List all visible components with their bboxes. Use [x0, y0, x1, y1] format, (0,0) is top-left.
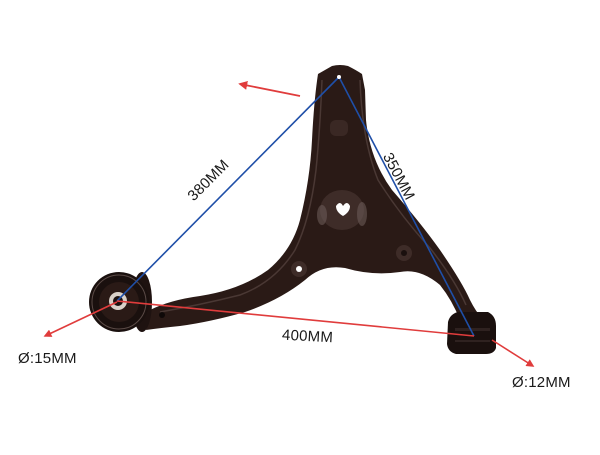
bushing-right-diameter-label: Ø:12MM [512, 374, 571, 391]
dimension-label-400: 400MM [281, 326, 334, 347]
left-diameter-arrow [43, 301, 118, 337]
dimension-line-380 [116, 76, 340, 302]
dimension-line-350 [338, 76, 475, 337]
right-diameter-arrow [491, 339, 535, 367]
dimension-line-400 [116, 300, 475, 337]
control-arm-body [89, 65, 496, 354]
direction-arrow [238, 80, 301, 97]
bushing-left-diameter-label: Ø:15MM [18, 350, 77, 367]
